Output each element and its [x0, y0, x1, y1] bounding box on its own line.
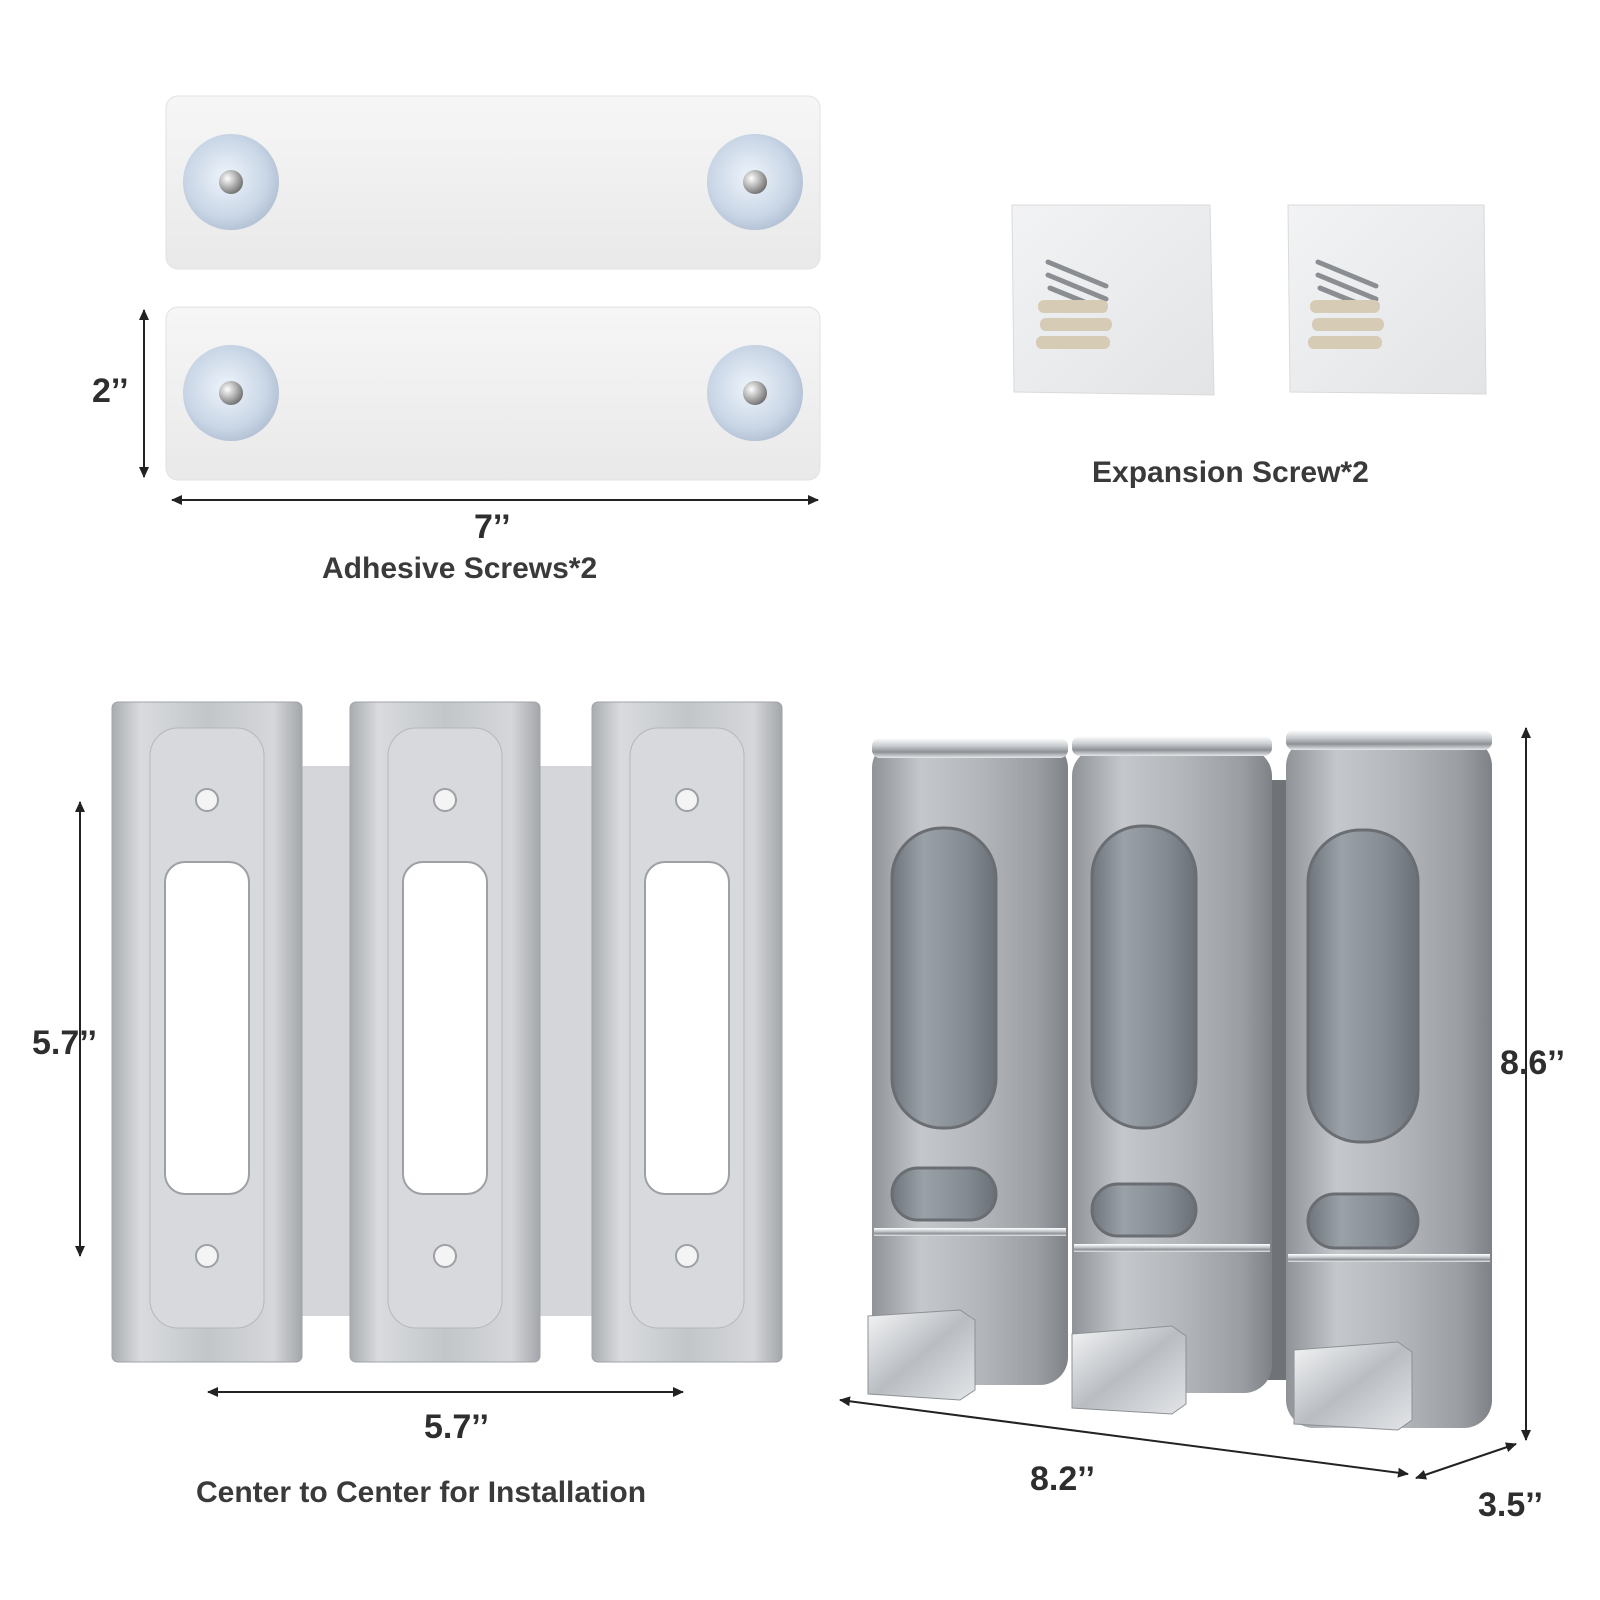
pump-button-icon [1293, 1341, 1413, 1431]
adhesive-plate-bottom [165, 306, 821, 481]
soap-dispenser-set [867, 730, 1492, 1431]
suction-cup-icon [707, 134, 803, 230]
suction-cup-icon [183, 134, 279, 230]
pump-button-icon [867, 1309, 976, 1401]
expansion-screw-bag-right [1287, 204, 1487, 395]
soap-dispenser [1286, 730, 1492, 1431]
dispenser-depth-label: 3.5’’ [1478, 1486, 1543, 1524]
soap-dispenser [867, 738, 1068, 1401]
bracket-rail [591, 701, 783, 1363]
bracket-caption: Center to Center for Installation [196, 1476, 647, 1509]
dispenser-depth-arrow [1415, 1442, 1517, 1480]
expansion-screw-bag-left [1011, 204, 1215, 396]
suction-cup-icon [707, 345, 803, 441]
adhesive-width-label: 7’’ [474, 508, 511, 546]
bracket-rail [349, 701, 541, 1363]
mounting-bracket [111, 701, 783, 1363]
suction-cup-icon [183, 345, 279, 441]
adhesive-height-label: 2’’ [92, 372, 129, 410]
bracket-width-label: 5.7’’ [424, 1408, 489, 1446]
soap-dispenser [1071, 736, 1272, 1415]
dispenser-height-label: 8.6’’ [1500, 1044, 1565, 1082]
anchor-plug-icon [1036, 300, 1112, 349]
anchor-plug-icon [1308, 300, 1384, 349]
dispenser-width-arrow [839, 1396, 1409, 1478]
dispenser-width-label: 8.2’’ [1030, 1460, 1095, 1498]
pump-button-icon [1071, 1325, 1187, 1415]
bracket-height-label: 5.7’’ [32, 1024, 97, 1062]
bracket-rail [111, 701, 303, 1363]
expansion-caption: Expansion Screw*2 [1092, 456, 1369, 489]
adhesive-caption: Adhesive Screws*2 [322, 552, 598, 585]
adhesive-plate-top [165, 95, 821, 270]
